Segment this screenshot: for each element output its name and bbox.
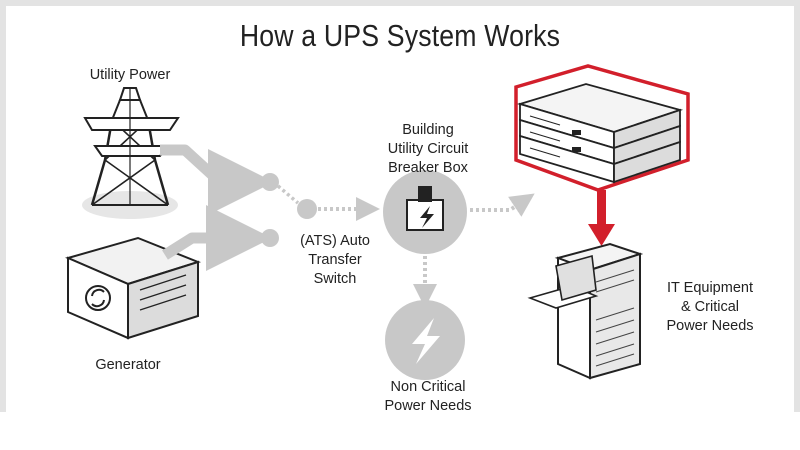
breaker-label-line1: Building bbox=[402, 122, 454, 138]
breaker-label-line2: Utility Circuit bbox=[387, 141, 469, 157]
lightning-icon bbox=[385, 300, 465, 380]
frame-top-band bbox=[0, 0, 800, 6]
it-label-line1: IT Equipment bbox=[667, 280, 753, 296]
server-rack-icon bbox=[527, 242, 644, 380]
frame-bottom-band bbox=[0, 412, 800, 450]
ats-label: (ATS) Auto Transfer Switch bbox=[280, 232, 390, 289]
utility-power-label: Utility Power bbox=[89, 67, 171, 83]
power-tower-icon bbox=[82, 87, 180, 219]
frame-left-band bbox=[0, 0, 6, 412]
ats-label-line3: Switch bbox=[313, 271, 357, 287]
ups-unit-icon bbox=[514, 64, 690, 192]
breaker-box-icon bbox=[383, 170, 467, 254]
frame-right-band bbox=[794, 0, 800, 412]
it-label-line3: Power Needs bbox=[666, 318, 754, 334]
diagram-title: How a UPS System Works bbox=[239, 18, 561, 53]
noncritical-label-line2: Power Needs bbox=[384, 398, 472, 414]
ats-label-line2: Transfer bbox=[308, 252, 362, 268]
it-label-line2: & Critical bbox=[680, 299, 739, 315]
utility-to-ats-connector bbox=[160, 144, 274, 215]
generator-to-ats-connector bbox=[162, 205, 272, 271]
ups-to-rack-arrow bbox=[588, 190, 615, 246]
noncritical-label-line1: Non Critical bbox=[390, 379, 466, 395]
breaker-label-line3: Breaker Box bbox=[388, 160, 468, 176]
generator-label: Generator bbox=[95, 357, 161, 373]
breaker-box-label: Building Utility Circuit Breaker Box bbox=[368, 121, 488, 178]
generator-icon bbox=[65, 236, 201, 340]
noncritical-label: Non Critical Power Needs bbox=[368, 378, 488, 416]
ats-label-line1: (ATS) Auto bbox=[300, 233, 370, 249]
it-equipment-label: IT Equipment & Critical Power Needs bbox=[645, 279, 775, 336]
breaker-to-ups-connector bbox=[470, 193, 535, 217]
ats-switch-icon bbox=[261, 173, 380, 247]
